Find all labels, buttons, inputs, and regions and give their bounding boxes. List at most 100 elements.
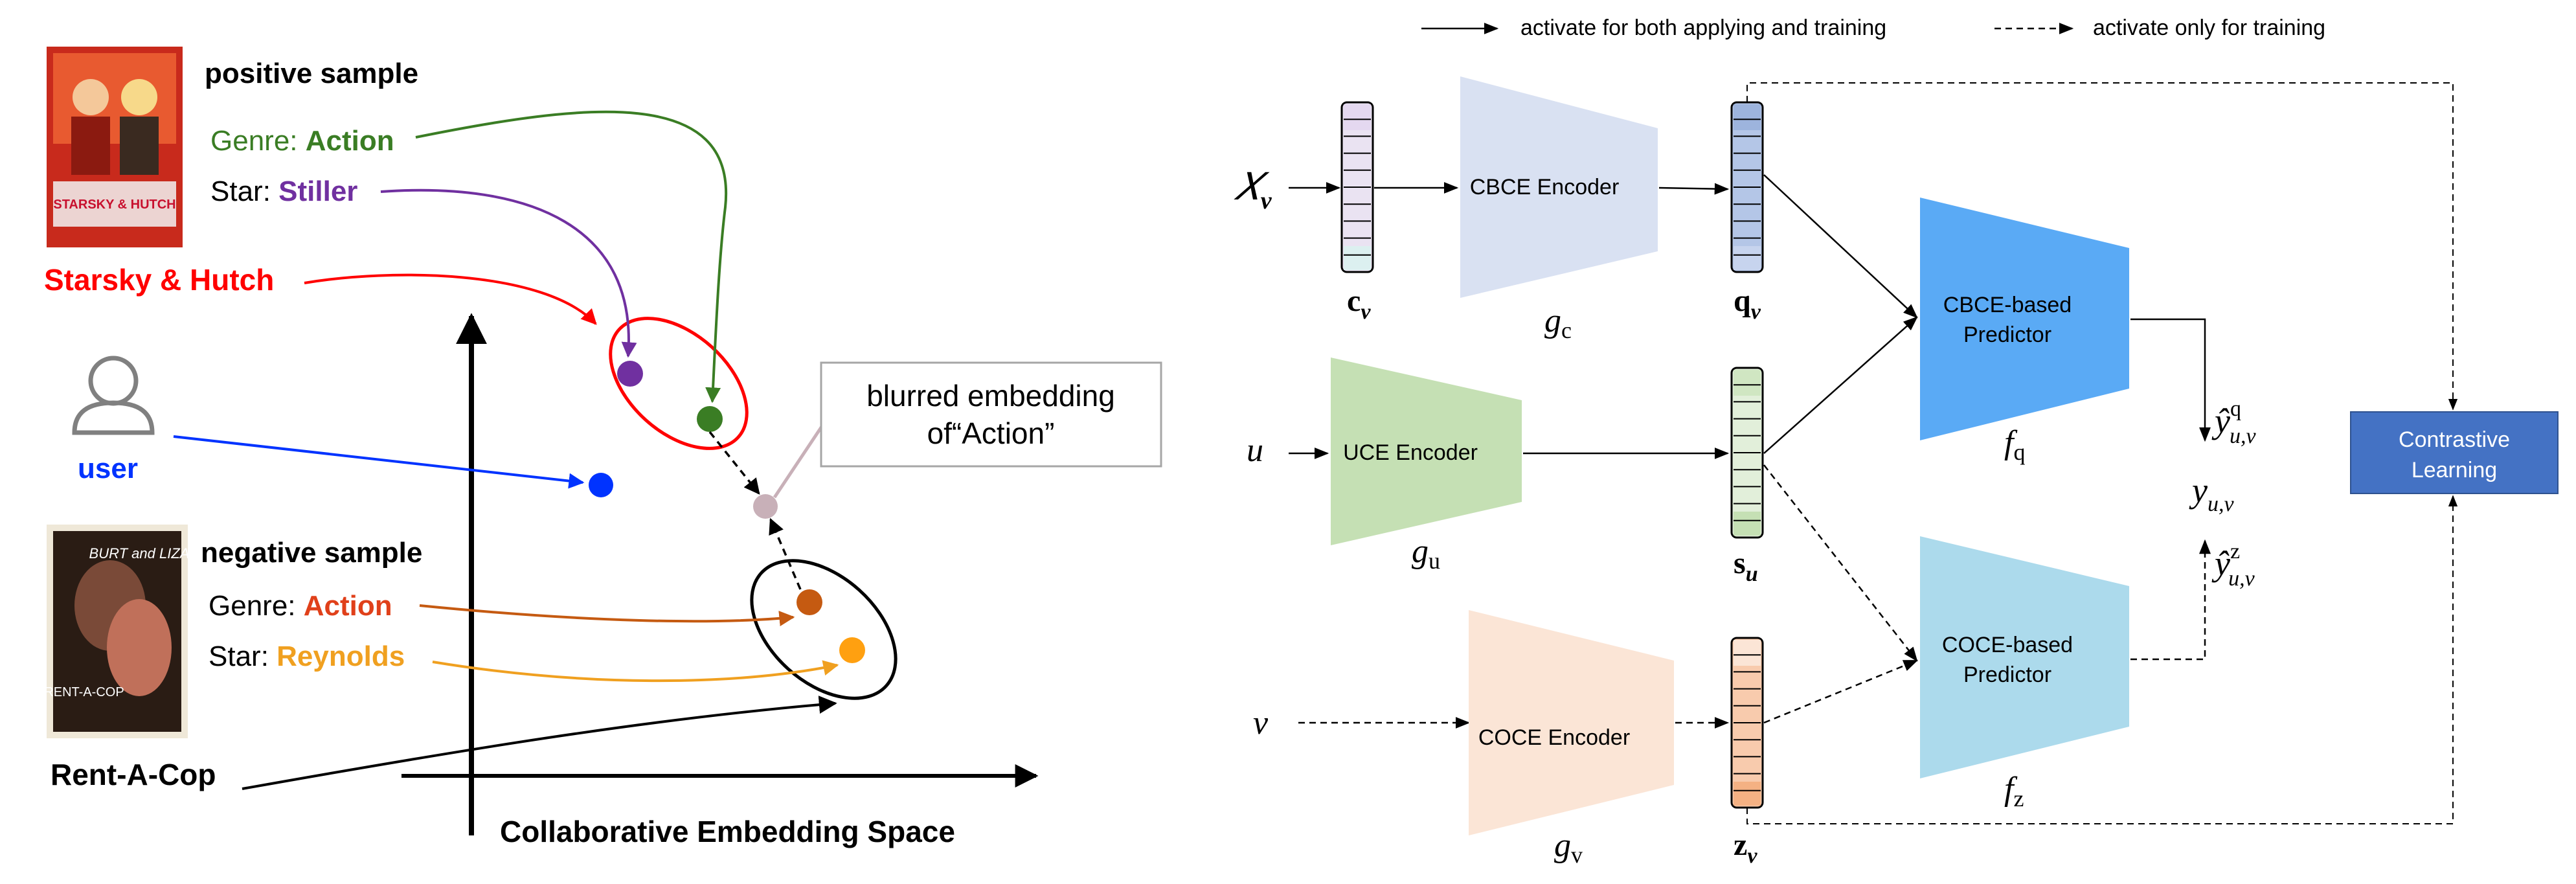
z-to-coce-pred-arrow — [1763, 659, 1919, 724]
negative-movie-title: Rent-A-Cop — [51, 758, 216, 791]
coce-predictor-line-2: Predictor — [1963, 663, 2051, 687]
genre-embedding-dot — [697, 406, 723, 432]
g-c-subscript: c — [1561, 317, 1572, 343]
negative-poster-text-top: BURT and LIZA — [89, 545, 190, 561]
negative-sample-title: negative sample — [201, 537, 422, 569]
cbce-to-q-arrow — [1658, 183, 1730, 195]
s-u-label: su — [1734, 546, 1758, 586]
legend-solid-label: activate for both applying and training — [1520, 16, 1886, 40]
f-z-label: fz — [2004, 771, 2024, 811]
yhat-q-superscript: q — [2230, 397, 2241, 421]
negative-genre-line: Genre: Action — [209, 590, 392, 622]
yhat-z-symbol: ŷ — [2211, 544, 2230, 583]
g-v-symbol: g — [1554, 827, 1571, 864]
contrastive-learning-block — [2350, 411, 2559, 494]
uce-encoder-label: UCE Encoder — [1343, 440, 1478, 465]
positive-genre-arrow — [415, 110, 728, 403]
negative-genre-label: Genre: — [209, 590, 304, 622]
negative-genre-arrow — [419, 604, 795, 627]
g-v-label: gv — [1554, 827, 1583, 868]
cbce-encoder-block — [1460, 76, 1658, 298]
z-v-subscript: v — [1747, 844, 1757, 868]
coce-predictor-block — [1920, 536, 2129, 778]
coce-encoder-label: COCE Encoder — [1478, 725, 1630, 750]
y-true-subscript: u,v — [2208, 492, 2235, 516]
cbce-predictor-line-2: Predictor — [1963, 323, 2051, 347]
star-embedding-dot — [617, 361, 643, 387]
cbce-pred-output-arrow — [2130, 318, 2211, 442]
positive-genre-label: Genre: — [210, 125, 306, 157]
f-q-label: fq — [2004, 424, 2025, 465]
blurred-embedding-dot — [753, 494, 778, 519]
g-c-symbol: g — [1544, 302, 1561, 339]
cbce-encoder-label: CBCE Encoder — [1470, 175, 1620, 199]
user-embedding-dot — [589, 473, 613, 497]
negative-cluster-ellipse — [750, 559, 898, 700]
g-u-symbol: g — [1412, 533, 1429, 570]
yhat-z-superscript: z — [2230, 539, 2240, 563]
negative-star-value: Reynolds — [277, 640, 405, 672]
input-x-v: 𝑋v — [1234, 166, 1272, 214]
vector-row-lines — [1344, 119, 1761, 791]
input-u: u — [1247, 432, 1263, 469]
user-label: user — [78, 453, 138, 484]
positive-movie-poster: STARSKY & HUTCH — [47, 47, 183, 247]
z-v-label: zv — [1734, 828, 1757, 868]
positive-genre-value: Action — [306, 125, 394, 157]
negative-movie-poster: BURT and LIZA RENT-A-COP — [44, 525, 189, 738]
s-to-cbce-pred-arrow — [1763, 316, 1918, 454]
s-u-symbol: s — [1734, 546, 1746, 580]
coce-predictor-line-1: COCE-based — [1942, 633, 2073, 657]
positive-star-label: Star: — [210, 176, 278, 207]
positive-genre-line: Genre: Action — [210, 125, 394, 157]
positive-cluster-ellipse — [609, 317, 749, 450]
q-v-subscript: v — [1751, 300, 1761, 324]
z-v-symbol: z — [1734, 828, 1747, 862]
left-panel: STARSKY & HUTCH positive sample Genre: A… — [44, 47, 1162, 848]
legend-dashed-label: activate only for training — [2093, 16, 2325, 40]
input-x-subscript: v — [1261, 187, 1272, 214]
q-to-cbce-pred-arrow — [1763, 174, 1918, 319]
contrastive-line-2: Learning — [2412, 458, 2497, 482]
coce-encoder-block — [1469, 610, 1674, 835]
f-q-subscript: q — [2013, 439, 2025, 465]
negative-star-label: Star: — [209, 640, 277, 672]
c-v-symbol: c — [1347, 284, 1361, 318]
neg-genre-embedding-dot — [797, 589, 822, 615]
neg-genre-to-blur-arrow — [769, 517, 802, 590]
s-u-subscript: u — [1746, 562, 1758, 586]
q-v-label: qv — [1734, 284, 1761, 324]
yhat-z-label: ŷz u,v — [2211, 539, 2255, 591]
negative-star-arrow — [432, 660, 839, 683]
cbce-predictor-block — [1920, 198, 2129, 440]
positive-star-line: Star: Stiller — [210, 176, 357, 207]
contrastive-line-1: Contrastive — [2399, 427, 2510, 452]
uce-encoder-block — [1331, 357, 1522, 545]
f-z-subscript: z — [2013, 786, 2024, 811]
positive-star-arrow — [380, 188, 637, 358]
embedding-space-label: Collaborative Embedding Space — [500, 815, 955, 848]
callout-line-1: blurred embedding — [866, 379, 1115, 413]
yhat-z-subscript: u,v — [2228, 567, 2255, 591]
neg-star-embedding-dot — [839, 637, 865, 663]
negative-genre-value: Action — [304, 590, 392, 622]
cbce-predictor-line-1: CBCE-based — [1943, 293, 2072, 317]
q-v-symbol: q — [1734, 284, 1751, 318]
callout-box — [820, 361, 1162, 468]
negative-poster-text-bottom: RENT-A-COP — [44, 685, 124, 699]
g-c-label: gc — [1544, 302, 1572, 343]
callout-line-2: of“Action” — [927, 416, 1055, 450]
c-v-label: cv — [1347, 284, 1371, 324]
y-true-label: yu,v — [2189, 471, 2234, 516]
positive-star-value: Stiller — [278, 176, 357, 207]
positive-sample-title: positive sample — [205, 58, 418, 89]
user-arrow — [173, 435, 585, 489]
g-u-subscript: u — [1429, 548, 1440, 574]
yhat-q-symbol: ŷ — [2211, 402, 2230, 440]
z-to-contrastive-arrow — [1746, 495, 2458, 824]
coce-pred-output-arrow — [2130, 539, 2211, 661]
y-true-symbol: y — [2189, 471, 2208, 510]
negative-star-line: Star: Reynolds — [209, 640, 405, 672]
positive-movie-title: Starsky & Hutch — [44, 263, 274, 297]
